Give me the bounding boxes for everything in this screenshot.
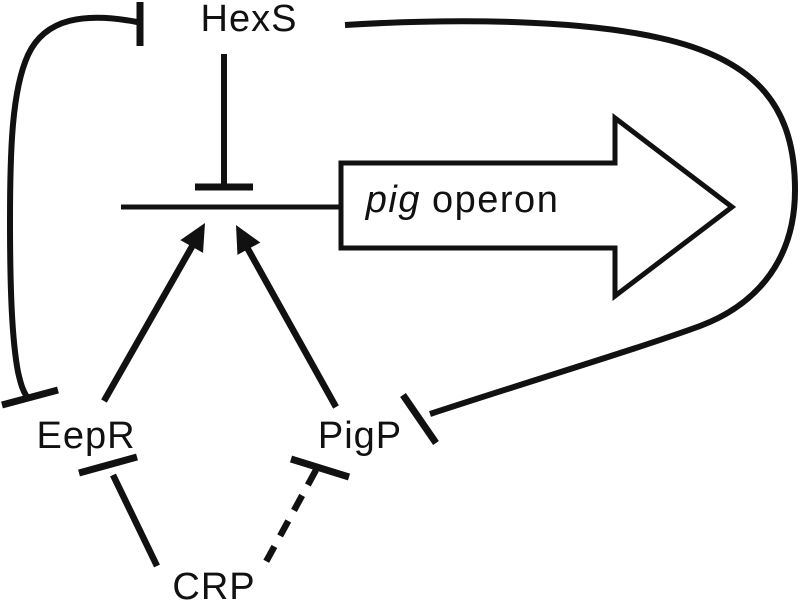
node-label-crp: CRP <box>172 566 255 600</box>
node-label-pig-gene: pig <box>365 179 421 221</box>
edge-eepr-promoter-activation <box>101 223 205 403</box>
node-label-operon: operon <box>432 179 559 221</box>
inhibition-tbar-crp-pigp-icon <box>289 455 351 481</box>
arrowhead-eepr-icon <box>180 223 205 253</box>
node-label-eepr: EepR <box>36 415 135 457</box>
edge-hexs-promoter-inhibition <box>195 54 253 191</box>
arrowhead-pigp-icon <box>236 225 261 255</box>
edge-crp-pigp-dashed-line <box>258 468 319 573</box>
edge-pigp-promoter-activation <box>236 225 339 409</box>
edge-hexs-pigp-inhibition <box>344 18 799 445</box>
node-label-pigp: PigP <box>318 415 402 457</box>
edge-pigp-promoter-shaft <box>241 240 339 409</box>
edge-crp-pigp-inhibition <box>258 455 351 573</box>
edge-eepr-hexs-mutual-inhibition <box>1 2 144 409</box>
inhibition-tbar-at-pigp-icon <box>400 393 439 445</box>
edge-eepr-hexs-curve <box>6 14 138 399</box>
edge-eepr-promoter-shaft <box>101 234 201 403</box>
pig-operon-block-arrow <box>338 112 737 302</box>
inhibition-tbar-crp-eepr-icon <box>78 453 138 477</box>
inhibition-tbar-at-eepr-icon <box>1 386 59 409</box>
edge-crp-eepr-inhibition <box>78 453 160 568</box>
node-label-hexs: HexS <box>201 0 298 40</box>
edge-crp-eepr-line <box>110 473 160 568</box>
edge-hexs-pigp-curve <box>344 18 799 417</box>
